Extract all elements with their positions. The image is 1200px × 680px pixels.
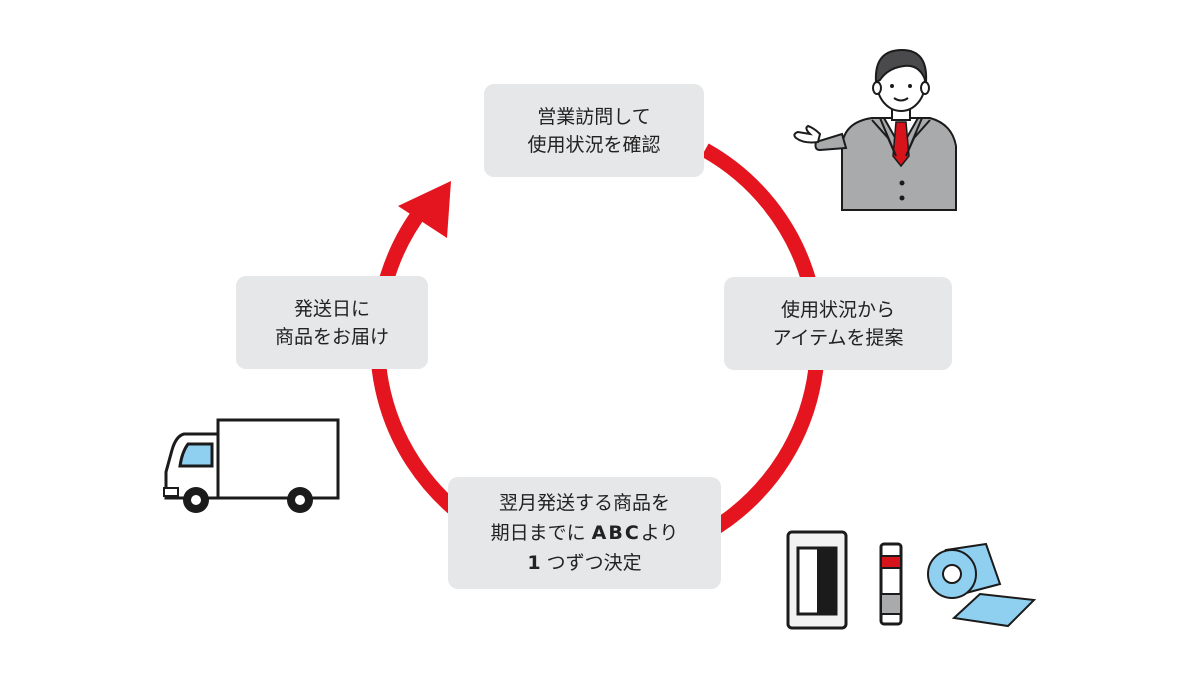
marker-stick-icon (879, 542, 903, 626)
step-decide-count: 1 (527, 552, 541, 574)
step-decide-items-box: 翌月発送する商品を 期日までに ABCより 1 つずつ決定 (448, 477, 721, 589)
panel-icon (786, 530, 848, 630)
step-decide-line1: 翌月発送する商品を (498, 492, 670, 514)
step-decide-line2: 期日までに ABCより (491, 518, 679, 548)
step-propose-line2: アイテムを提案 (772, 326, 904, 349)
step-delivery-line1: 発送日に (293, 297, 370, 320)
step-sales-visit-line2: 使用状況を確認 (527, 133, 661, 156)
step-decide-abc: ABC (591, 522, 641, 544)
cycle-arrowhead (398, 181, 451, 238)
step-decide-line3-post: つずつ決定 (546, 552, 642, 574)
step-decide-line2-post: より (640, 522, 679, 544)
delivery-truck-icon (163, 418, 340, 513)
step-delivery-line2: 商品をお届け (274, 325, 389, 348)
step-sales-visit-line1: 営業訪問して (537, 105, 651, 128)
step-propose-line1: 使用状況から (780, 298, 895, 321)
step-sales-visit-box: 営業訪問して 使用状況を確認 (484, 84, 704, 177)
step-delivery-box: 発送日に 商品をお届け (236, 276, 428, 369)
step-decide-line2-pre: 期日までに (490, 522, 586, 544)
tape-roll-icon (927, 542, 1037, 628)
step-decide-line3: 1 つずつ決定 (527, 548, 641, 578)
salesman-icon (793, 48, 957, 211)
step-propose-items-box: 使用状況から アイテムを提案 (724, 277, 952, 370)
